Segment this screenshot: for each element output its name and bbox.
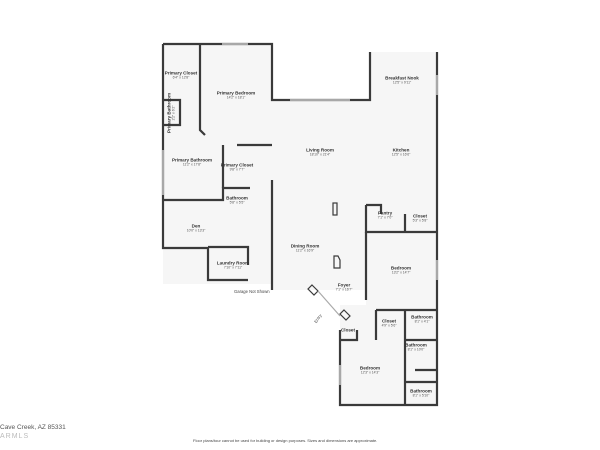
room-name: Closet — [340, 327, 356, 333]
room-dimensions: 12'5" x 9'11" — [392, 80, 412, 85]
room-name: Living Room — [306, 147, 334, 153]
room-name: Breakfast Nook — [385, 75, 419, 81]
room-dimensions: 8'1" x 4'1" — [414, 319, 430, 324]
room-name: Bathroom — [226, 195, 248, 201]
room-dimensions: 12'5" x 16'6" — [391, 152, 411, 157]
room-name: Primary Bathroom — [171, 157, 213, 163]
room-name: Den — [191, 223, 201, 229]
room-dimensions: 11'2" x 17'8" — [182, 162, 202, 167]
watermark: ARMLS — [0, 433, 30, 440]
room-dimensions: 14'2" x 18'1" — [226, 95, 246, 100]
room-dimensions: 5'3" x 5'8" — [412, 218, 428, 223]
room-dimensions: 6'4" x 12'8" — [172, 75, 190, 80]
room-name: Foyer — [337, 282, 351, 288]
room-closet-3: Closet — [341, 328, 355, 333]
room-name: Primary Closet — [164, 70, 198, 76]
garage-note: Garage Not Shown — [234, 289, 270, 294]
room-dimensions: 7'1" x 16'7" — [335, 287, 353, 292]
room-name: Laundry Room — [216, 260, 250, 266]
room-dimensions: 5'8" x 5'5" — [229, 200, 245, 205]
room-dimensions: 12'3" x 14'3" — [360, 370, 380, 375]
room-name: Closet — [412, 213, 428, 219]
room-dimensions: 8'1" x 5'10" — [412, 393, 430, 398]
address: Cave Creek, AZ 85331 — [0, 424, 66, 431]
room-dimensions: 18'10" x 21'4" — [309, 152, 331, 157]
room-name: Pantry — [377, 210, 393, 216]
room-name: Bathroom — [411, 314, 433, 320]
room-dimensions: 13'2" x 14'7" — [391, 270, 411, 275]
room-name: Bathroom — [410, 388, 432, 394]
room-dimensions: 7'10" x 7'11" — [223, 265, 243, 270]
room-dimensions: 9'8" x 7'7" — [229, 167, 245, 172]
disclaimer: Floor plans/tour cannot be used for buil… — [193, 438, 378, 443]
room-name: Primary Closet — [220, 162, 254, 168]
room-name: Dining Room — [290, 243, 320, 249]
room-name: Bedroom — [390, 265, 412, 271]
room-name: Primary Bedroom — [216, 90, 256, 96]
room-dimensions: 7'1" x 7'0" — [377, 215, 393, 220]
room-dimensions: 8'1" x 10'0" — [407, 347, 425, 352]
room-name: Kitchen — [392, 147, 410, 153]
room-dimensions: 10'0" x 13'3" — [186, 228, 206, 233]
room-dimensions: 11'2" x 16'9" — [295, 248, 315, 253]
room-name: Bedroom — [359, 365, 381, 371]
room-name: Bathroom — [405, 342, 427, 348]
room-dimensions: 4'9" x 5'6" — [381, 323, 397, 328]
room-name: Closet — [381, 318, 397, 324]
room-dimensions: 2'2" x 6'2" — [171, 105, 176, 121]
